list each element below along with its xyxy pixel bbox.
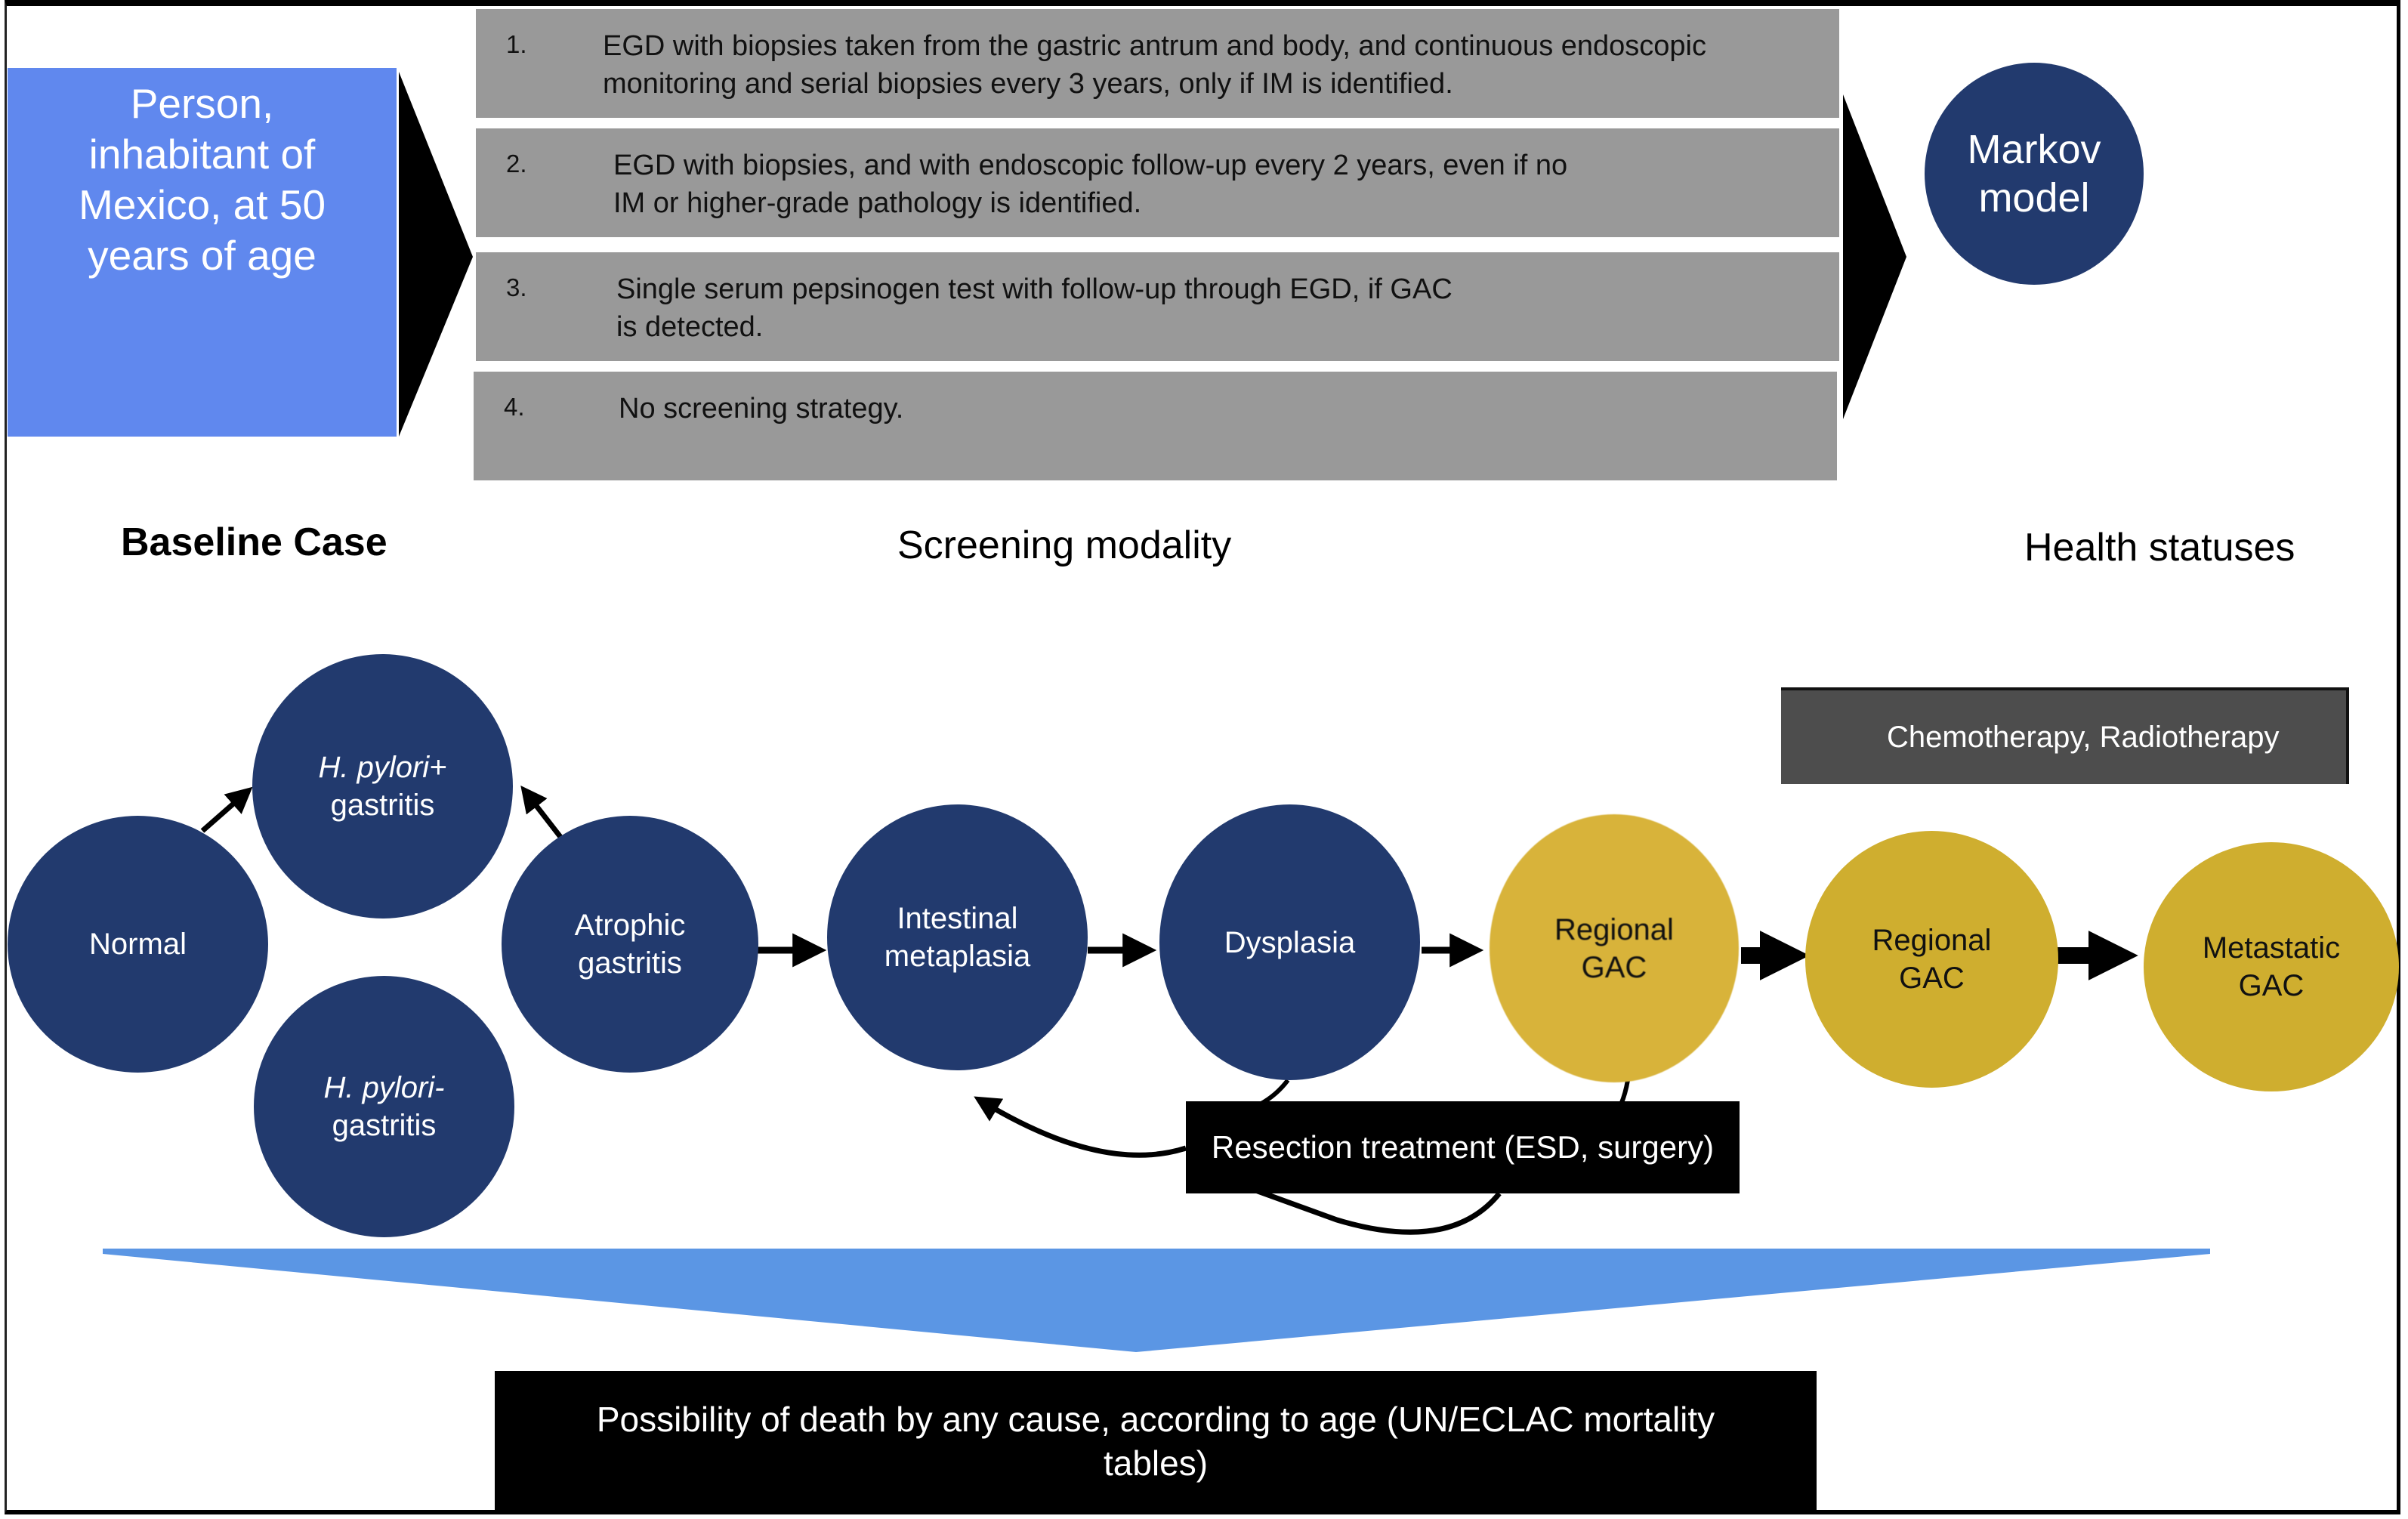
strategy-text-line: Single serum pepsinogen test with follow… (616, 273, 1453, 305)
death-line: tables) (1103, 1443, 1209, 1483)
state-label: Intestinal (897, 902, 1018, 935)
death-any-cause-box: Possibility of death by any cause, accor… (495, 1371, 1817, 1511)
health-statuses-label: Health statuses (2024, 526, 2295, 570)
strategy-2: 2. EGD with biopsies, and with endoscopi… (476, 128, 1839, 237)
person-line: inhabitant of (88, 131, 316, 178)
strategy-text-line: No screening strategy. (619, 393, 904, 425)
person-line: Person, (130, 80, 274, 127)
state-label: GAC (1581, 950, 1647, 984)
strategy-1: 1. EGD with biopsies taken from the gast… (476, 9, 1839, 118)
state-label: Normal (89, 928, 187, 961)
figure-frame (5, 0, 2400, 1514)
strategy-number: 4. (504, 393, 525, 421)
state-label: Regional (1554, 912, 1674, 946)
arrow-resection-to-intestinal (974, 1096, 1187, 1158)
state-label: H. pylori+ (318, 751, 447, 784)
resection-treatment-box: Resection treatment (ESD, surgery) (1186, 1101, 1740, 1193)
state-regional-gac-1: Regional GAC (1490, 814, 1739, 1082)
state-hpylori-positive: H. pylori+ gastritis (252, 654, 513, 919)
state-label: gastritis (332, 1109, 437, 1142)
chevron-right-icon (399, 72, 473, 437)
state-normal: Normal (8, 816, 268, 1073)
person-line: Mexico, at 50 (78, 181, 326, 228)
baseline-person-box: Person, inhabitant of Mexico, at 50 year… (8, 68, 397, 437)
state-metastatic-gac: Metastatic GAC (2144, 842, 2399, 1091)
state-label: gastritis (330, 789, 435, 822)
strategy-3: 3. Single serum pepsinogen test with fol… (476, 252, 1839, 361)
state-label: Regional (1872, 924, 1992, 957)
arrow-atrophic-to-hp-pos (520, 786, 563, 839)
arrow-normal-to-hp-pos (200, 786, 253, 833)
state-label: gastritis (578, 946, 682, 980)
strategy-text-line: is detected. (616, 311, 764, 343)
death-line: Possibility of death by any cause, accor… (596, 1399, 1715, 1439)
strategy-number: 2. (506, 150, 527, 178)
baseline-case-label: Baseline Case (121, 520, 387, 564)
arrow-resection-loop-back (1188, 1162, 1502, 1235)
strategy-text-line: IM or higher-grade pathology is identifi… (613, 187, 1142, 219)
state-dysplasia: Dysplasia (1159, 804, 1420, 1080)
state-regional-gac-2: Regional GAC (1805, 831, 2058, 1088)
strategy-4: 4. No screening strategy. (474, 372, 1837, 480)
strategy-text-line: monitoring and serial biopsies every 3 y… (603, 68, 1453, 100)
screening-modality-label: Screening modality (897, 523, 1232, 567)
markov-model-circle: Markov model (1925, 63, 2144, 285)
markov-line: model (1978, 175, 2090, 221)
strategy-number: 1. (506, 30, 527, 58)
strategy-text-line: EGD with biopsies, and with endoscopic f… (613, 150, 1568, 181)
strategy-number: 3. (506, 273, 527, 301)
state-label: GAC (1899, 962, 1965, 995)
state-label: GAC (2238, 969, 2305, 1002)
state-label: metaplasia (884, 940, 1031, 973)
state-label: Dysplasia (1224, 925, 1356, 959)
strategy-text-line: EGD with biopsies taken from the gastric… (603, 30, 1706, 62)
markov-line: Markov (1967, 127, 2101, 172)
state-intestinal-metaplasia: Intestinal metaplasia (827, 804, 1088, 1070)
funnel-down-triangle (103, 1249, 2210, 1352)
state-label: Atrophic (574, 909, 686, 942)
state-hpylori-negative: H. pylori- gastritis (254, 976, 514, 1237)
state-label: H. pylori- (323, 1071, 445, 1104)
state-label: Metastatic (2202, 931, 2341, 965)
person-line: years of age (88, 232, 316, 279)
chemo-radiotherapy-box: Chemotherapy, Radiotherapy (1781, 687, 2349, 784)
chevron-right-icon (1843, 94, 1906, 419)
state-atrophic-gastritis: Atrophic gastritis (502, 816, 758, 1073)
